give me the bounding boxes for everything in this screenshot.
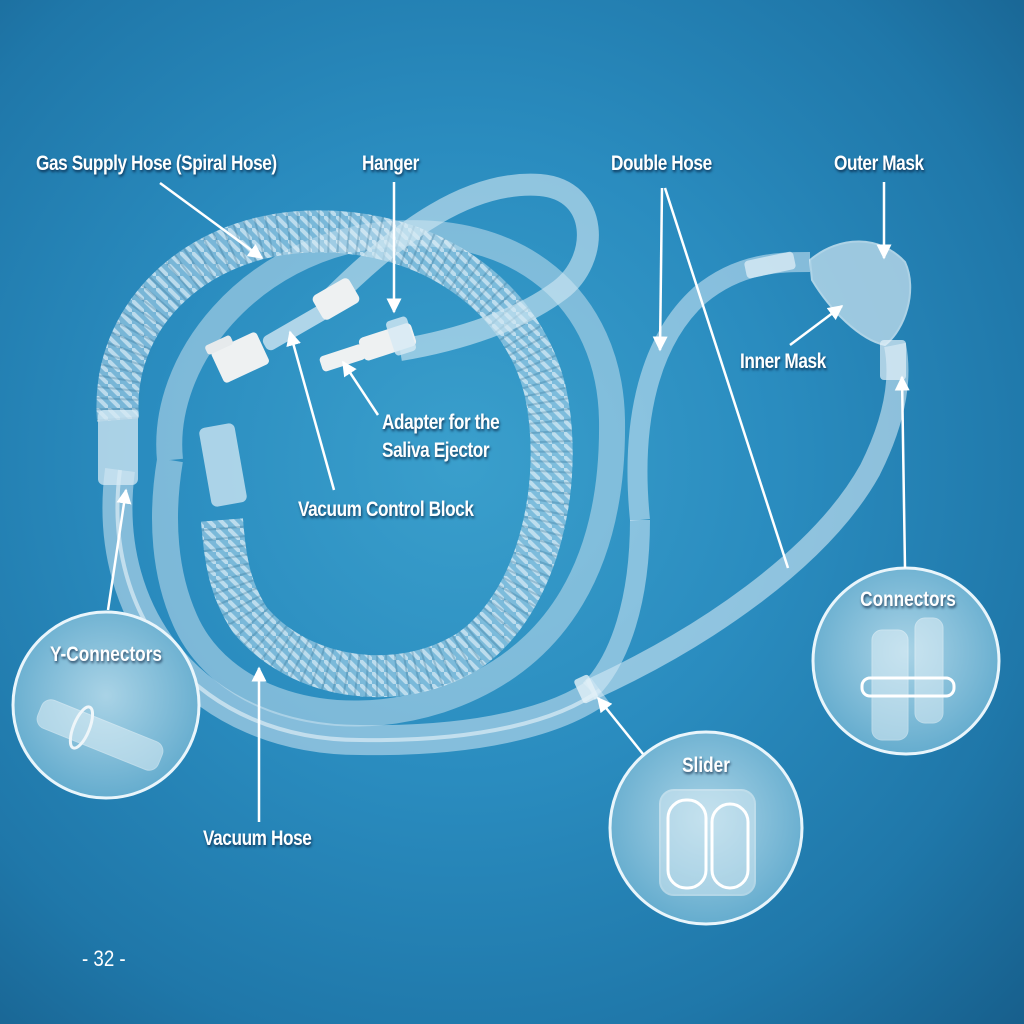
inset-label-slider: Slider [682, 754, 730, 777]
inset-label-y-connectors: Y-Connectors [50, 643, 162, 666]
leader-slider [597, 696, 644, 755]
label-gas-supply-hose: Gas Supply Hose (Spiral Hose) [36, 152, 277, 175]
label-hanger: Hanger [362, 152, 419, 175]
hanger-loop [322, 173, 599, 361]
page-number: - 32 - [82, 946, 126, 971]
leader-double-hose-1 [652, 187, 668, 352]
fittings [98, 278, 906, 704]
inset-label-connectors: Connectors [860, 588, 956, 611]
spiral-hose [96, 210, 573, 698]
label-vacuum-hose: Vacuum Hose [203, 827, 312, 850]
leader-vacuum-block [286, 330, 336, 491]
leader-inner-mask [789, 305, 844, 346]
leader-gas-supply [159, 181, 264, 260]
label-outer-mask: Outer Mask [834, 152, 924, 175]
leader-y-connectors [106, 488, 132, 611]
inset-y-connectors [11, 610, 201, 800]
inset-slider [608, 730, 804, 926]
label-adapter-line1: Adapter for the [382, 411, 500, 434]
label-double-hose: Double Hose [611, 152, 712, 175]
leader-lines [106, 181, 910, 822]
label-vacuum-control-block: Vacuum Control Block [298, 498, 474, 521]
label-inner-mask: Inner Mask [740, 350, 826, 373]
leader-adapter [341, 360, 380, 416]
vacuum-hose [102, 220, 626, 756]
leader-double-hose-2 [663, 187, 790, 569]
leader-connectors [894, 375, 910, 569]
inset-connectors [811, 566, 1001, 756]
label-adapter-line2: Saliva Ejector [382, 439, 490, 462]
